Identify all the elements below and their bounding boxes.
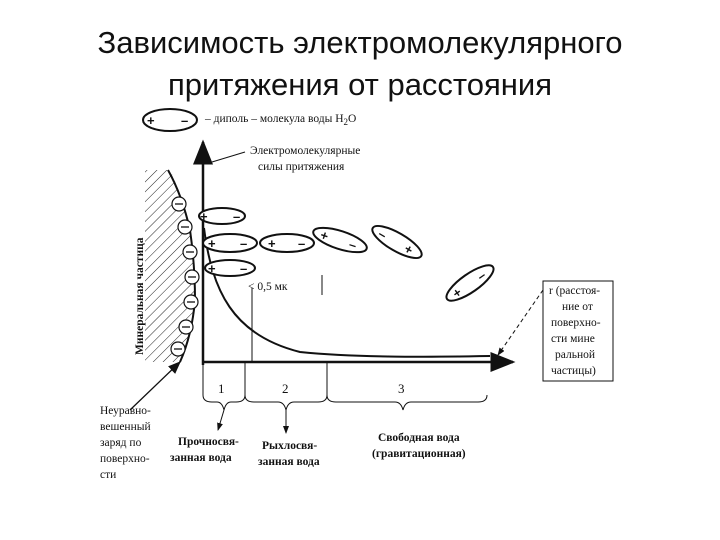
distance-marker: < 0,5 мк bbox=[248, 281, 288, 293]
title-line-2: притяжения от расстояния bbox=[167, 67, 553, 102]
zone-1-label-line-2: занная вода bbox=[170, 452, 232, 464]
zone-1-number: 1 bbox=[218, 381, 225, 396]
x-axis-label-box bbox=[542, 280, 614, 382]
dipole-minus: – bbox=[298, 236, 305, 251]
charge-label-line-1: Неуравно- bbox=[100, 405, 151, 417]
x-axis-label-line-5: ральной bbox=[555, 349, 595, 361]
title-line-1: Зависимость электромолекулярного bbox=[97, 25, 623, 60]
charge-label-line-3: заряд по bbox=[100, 437, 142, 449]
zone-1-bracket bbox=[202, 394, 246, 411]
dipole-plus: + bbox=[268, 236, 276, 251]
zone-1-leader bbox=[217, 409, 225, 431]
zone-2-label-line-1: Рыхлосвя- bbox=[262, 440, 317, 452]
slide-title: Зависимость электромолекулярного притяже… bbox=[0, 22, 720, 106]
mineral-particle bbox=[145, 170, 195, 362]
zone-2-bracket bbox=[244, 394, 328, 411]
x-axis-label-line-4: сти мине bbox=[551, 333, 595, 345]
dipole-plus: + bbox=[200, 209, 208, 224]
y-axis-label-line-1: Электромолекулярные bbox=[250, 145, 360, 157]
bound-dipoles: + – + – + – + – bbox=[198, 207, 315, 277]
zone-3-number: 3 bbox=[398, 381, 405, 396]
x-axis-label-leader bbox=[497, 289, 544, 356]
zone-2-number: 2 bbox=[282, 381, 289, 396]
legend-minus: – bbox=[181, 113, 188, 128]
zone-3-label-line-2: (гравитационная) bbox=[372, 448, 466, 460]
dipole-minus: – bbox=[240, 261, 247, 276]
dipole-minus: – bbox=[240, 236, 247, 251]
legend-text: – диполь – молекула воды H2O bbox=[204, 113, 356, 127]
particle-label: Минеральная частица bbox=[134, 237, 146, 355]
force-curve bbox=[203, 227, 491, 358]
zone-separators bbox=[202, 362, 328, 395]
charge-label-line-2: вешенный bbox=[100, 421, 151, 433]
x-axis-label-line-1: r (расстоя- bbox=[549, 285, 600, 297]
dipole-plus: + bbox=[208, 261, 216, 276]
charge-label-line-4: поверхно- bbox=[100, 453, 150, 465]
dipole-plus: + bbox=[208, 236, 216, 251]
charge-leader bbox=[129, 361, 181, 411]
dipole-minus: – bbox=[347, 236, 359, 253]
zone-3-bracket bbox=[326, 394, 488, 411]
legend-dipole: + – bbox=[142, 108, 198, 132]
y-axis-label-line-2: силы притяжения bbox=[258, 161, 345, 173]
zone-1-label-line-1: Прочносвя- bbox=[178, 436, 239, 448]
x-axis-label-line-2: ние от bbox=[562, 301, 593, 313]
zone-3-label-line-1: Свободная вода bbox=[378, 432, 460, 444]
free-dipoles: + – – + + – bbox=[312, 224, 495, 302]
zone-2-label-line-2: занная вода bbox=[258, 456, 320, 468]
x-axis-label-line-3: поверхно- bbox=[551, 317, 601, 329]
x-axis-label-line-6: частицы) bbox=[551, 365, 596, 377]
y-label-leader bbox=[211, 151, 246, 163]
dipole-minus: – bbox=[233, 209, 240, 224]
surface-charges bbox=[170, 196, 200, 357]
legend-plus: + bbox=[147, 113, 155, 128]
charge-label-line-5: сти bbox=[100, 469, 116, 481]
